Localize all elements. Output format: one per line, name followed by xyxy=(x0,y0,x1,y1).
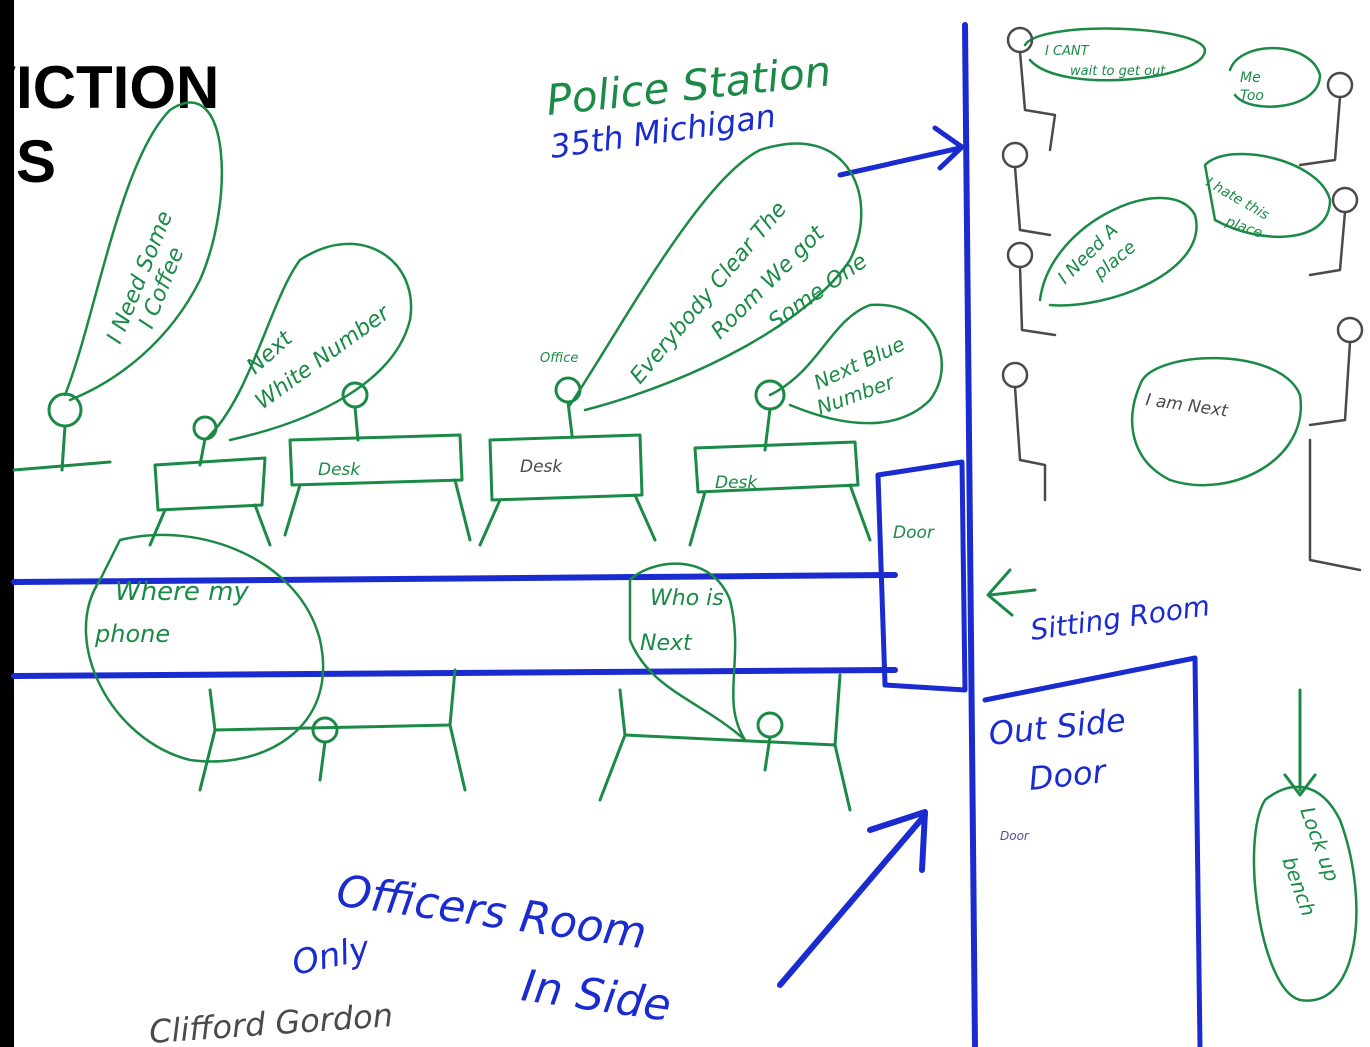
signature: Clifford Gordon xyxy=(148,996,394,1047)
me-too-text-1: Me xyxy=(1240,70,1261,86)
bubble-clear-room xyxy=(568,142,863,412)
desk-label-4: Desk xyxy=(715,473,758,493)
bubble-me-too xyxy=(1228,46,1322,108)
bubble-phone xyxy=(84,533,325,763)
bubble-need-place xyxy=(1038,196,1198,307)
left-edge-bar xyxy=(0,0,14,1047)
desk-3 xyxy=(488,433,644,502)
door-frame xyxy=(875,459,968,693)
desk-label-2: Desk xyxy=(318,460,361,480)
am-next-text: I am Next xyxy=(1144,390,1230,422)
main-wall xyxy=(962,22,978,1047)
header-title-line1: VICTION xyxy=(0,54,220,121)
outside-door-text-1: Out Side xyxy=(987,701,1128,753)
sitting-room-arrow xyxy=(986,568,1037,617)
offices-room-label: Officers Room xyxy=(333,865,649,959)
bubble-coffee xyxy=(63,101,224,402)
cant-wait-text-2: wait to get out xyxy=(1070,64,1166,79)
outside-door-frame xyxy=(982,655,1203,1047)
desk-legs-top xyxy=(148,478,872,547)
officer-figures xyxy=(47,376,786,782)
outside-door-text-2: Door xyxy=(1027,752,1109,798)
hallway-top-line xyxy=(11,572,898,585)
lock-up-arrow xyxy=(1283,688,1317,797)
seated-people xyxy=(1001,26,1364,572)
desk-label-3: Desk xyxy=(520,457,563,477)
desk-4 xyxy=(693,440,860,494)
lower-desks xyxy=(208,668,842,747)
cant-wait-text-1: I CANT xyxy=(1045,44,1090,59)
small-door-label: Door xyxy=(1000,829,1030,843)
only-label: Only xyxy=(289,928,374,984)
phone-text-2: phone xyxy=(94,620,170,648)
door-label: Door xyxy=(893,523,935,543)
wall-arrow xyxy=(837,125,965,178)
who-next-text-2: Next xyxy=(640,631,693,656)
desk-1 xyxy=(153,456,267,512)
bubble-white-number xyxy=(203,242,413,442)
desk-2 xyxy=(288,433,464,487)
bubble-hate-place xyxy=(1203,152,1332,238)
header-title-line2: ES xyxy=(0,128,57,195)
bubble-cant-wait xyxy=(1023,27,1207,82)
inside-arrow xyxy=(777,809,928,988)
lower-desk-legs xyxy=(198,723,852,812)
who-next-text-1: Who is xyxy=(650,586,724,611)
me-too-text-2: Too xyxy=(1240,88,1264,104)
phone-text-1: Where my xyxy=(115,577,249,607)
bubble-who-next xyxy=(628,562,747,742)
bubble-am-next xyxy=(1130,356,1303,487)
in-side-label: In Side xyxy=(518,960,674,1031)
bubble-lock-up xyxy=(1252,785,1358,1002)
office-label: Office xyxy=(540,351,578,366)
bubble-blue-number xyxy=(768,303,943,425)
sitting-room-label: Sitting Room xyxy=(1028,589,1212,647)
